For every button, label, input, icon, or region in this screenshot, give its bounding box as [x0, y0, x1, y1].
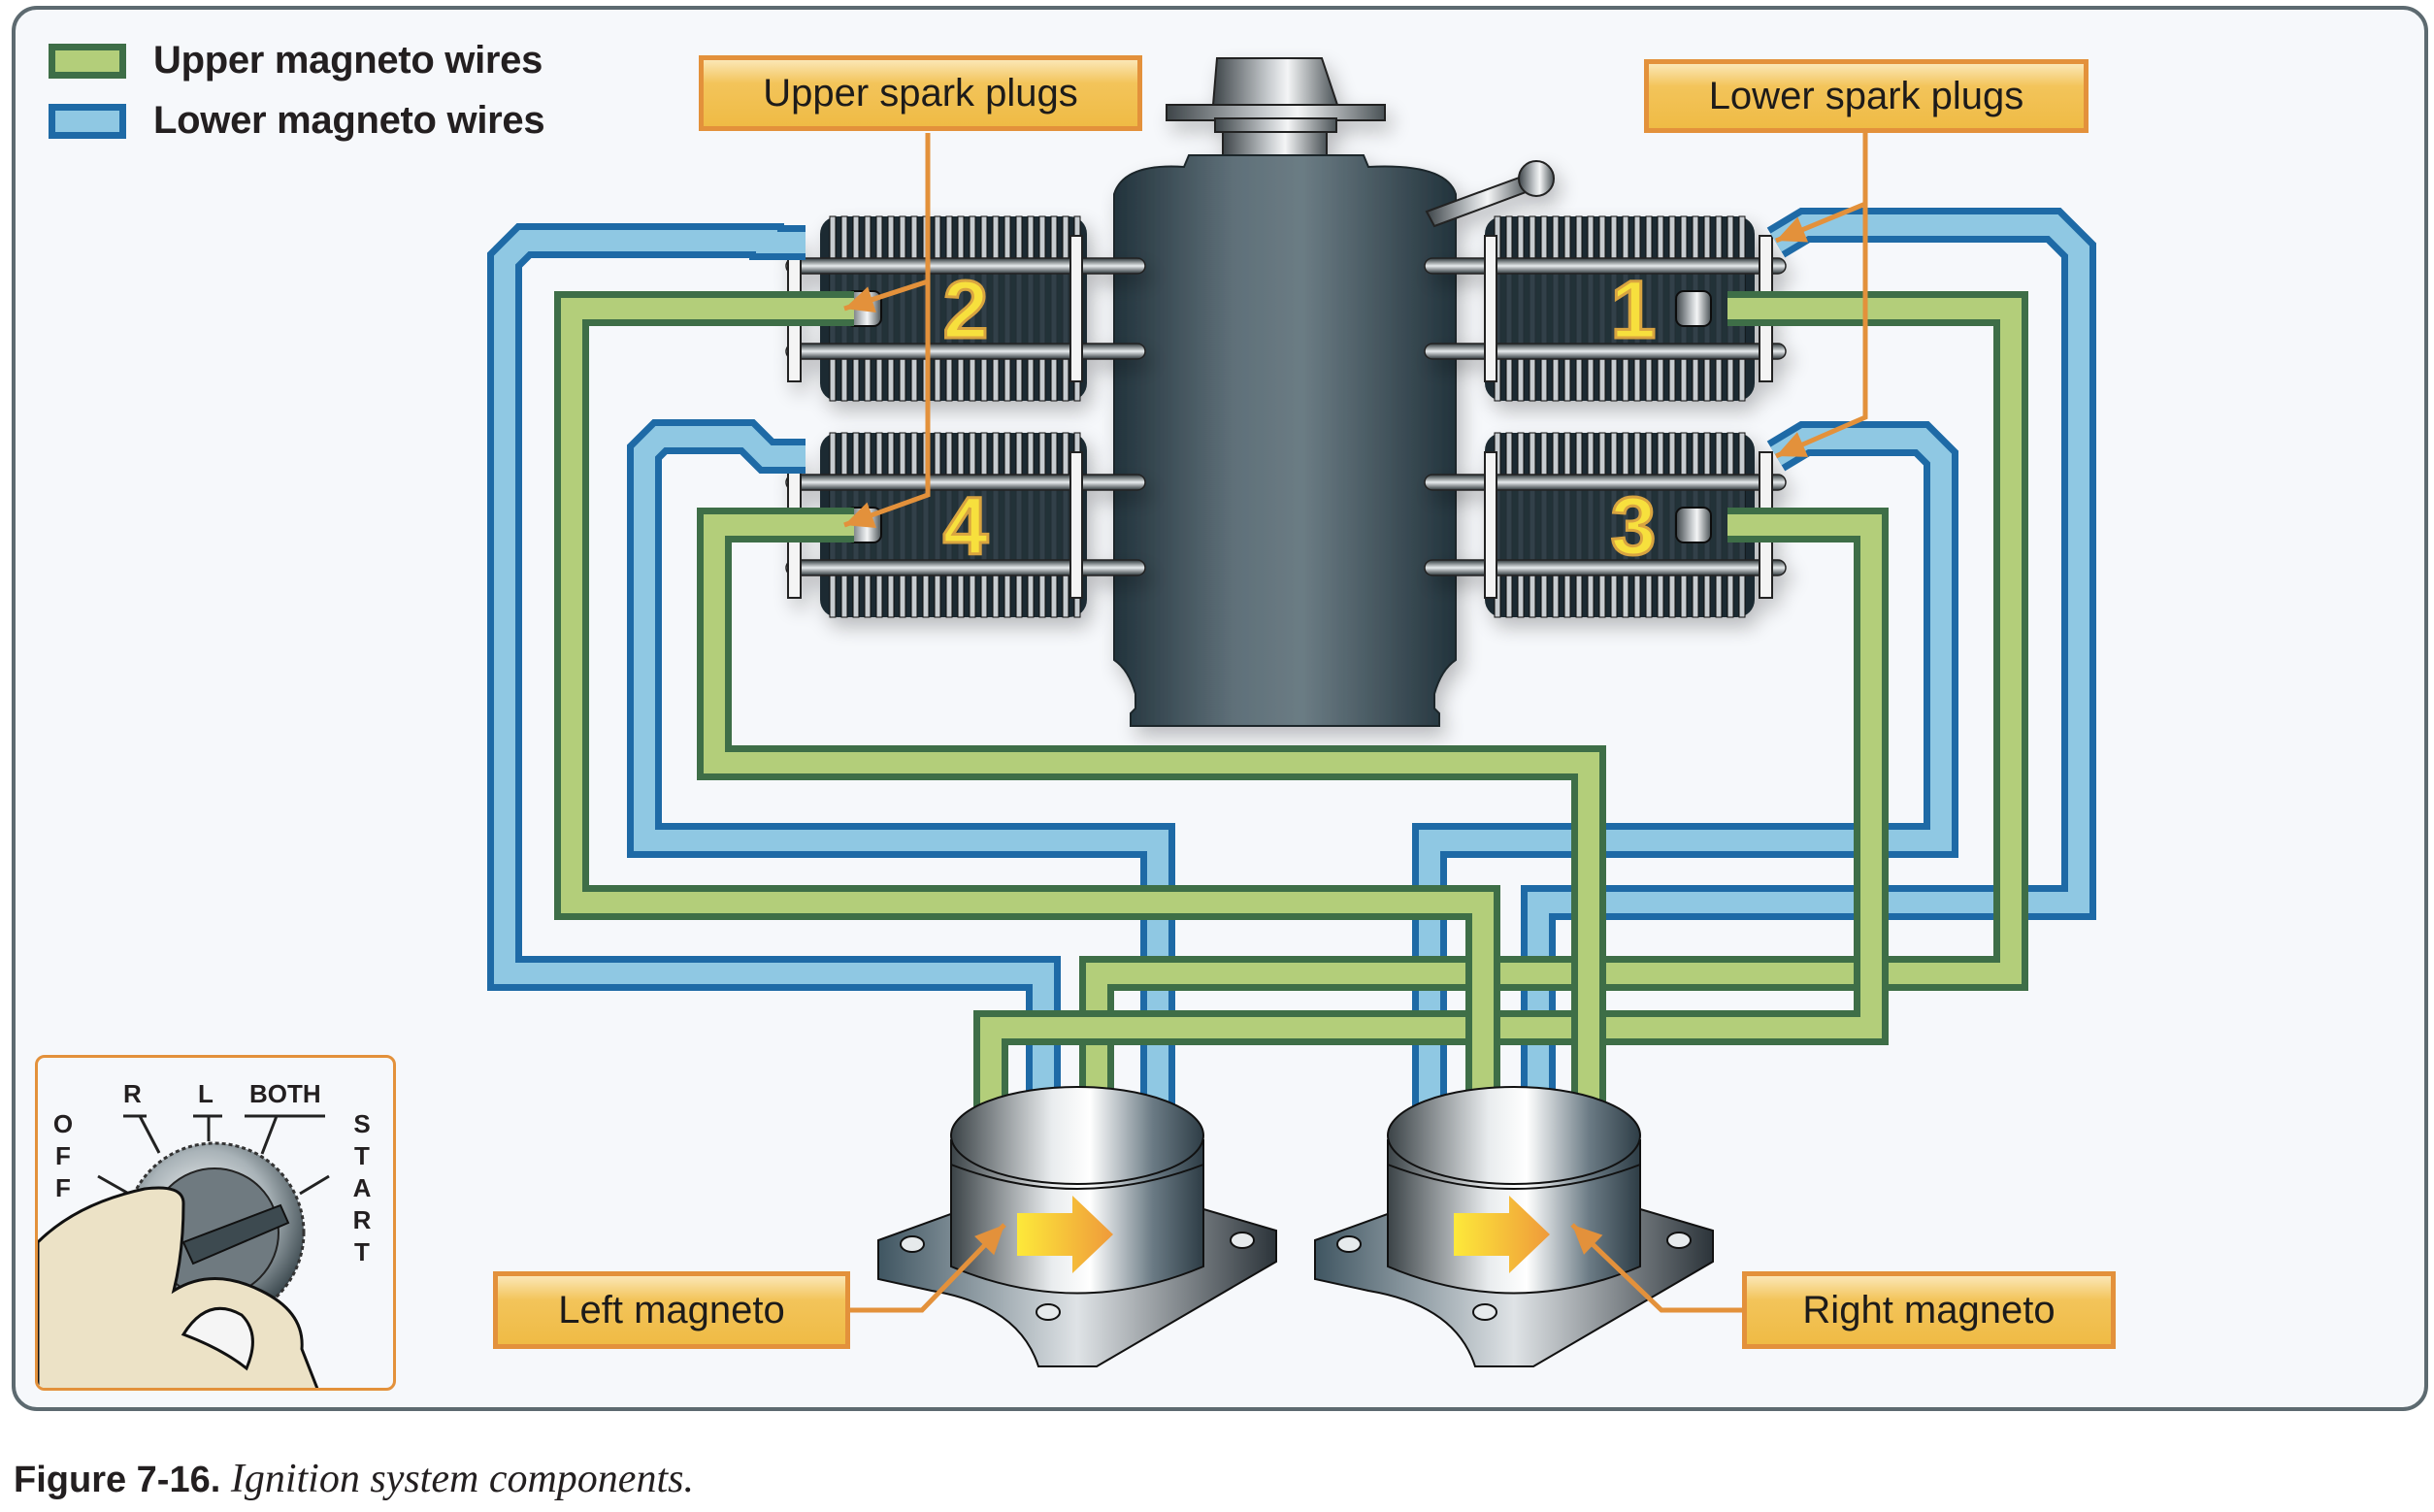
- left-magneto: [877, 1086, 1277, 1367]
- switch-tick-marks: [97, 1114, 330, 1196]
- wire-cyl4-lower-to-left-magneto: [627, 419, 1175, 1145]
- switch-position-l: L: [198, 1079, 214, 1108]
- leader-left-magneto: [850, 1223, 1006, 1313]
- wire-cyl1-lower-to-right-magneto: [1521, 208, 2096, 1106]
- figure-number: Figure 7-16.: [14, 1460, 221, 1500]
- switch-position-off: O F F: [52, 1109, 74, 1202]
- wire-cyl3-upper-to-left-magneto: [973, 508, 1889, 1131]
- engine-crankcase: [1113, 57, 1555, 727]
- cylinder-number-1: 1: [1611, 264, 1657, 355]
- wire-cyl3-lower-to-right-magneto: [1412, 421, 1958, 1126]
- callout-left-magneto-text: Left magneto: [558, 1288, 785, 1331]
- cylinder-number-3: 3: [1611, 480, 1657, 572]
- wire-cyl2-upper-to-right-magneto: [554, 291, 1500, 1140]
- leader-right-magneto: [1570, 1223, 1742, 1313]
- switch-position-r: R: [123, 1079, 142, 1108]
- prop-hub-collar: [1214, 117, 1337, 133]
- legend-label-upper: Upper magneto wires: [153, 39, 543, 82]
- figure-caption: Figure 7-16. Ignition system components.: [14, 1456, 694, 1502]
- figure-description: Ignition system components.: [230, 1457, 694, 1501]
- legend-upper-wires: Upper magneto wires: [49, 39, 543, 82]
- ignition-switch-illustration: [38, 1114, 330, 1388]
- rotation-arrow-icon: [1017, 1196, 1113, 1273]
- switch-position-start: S T A R T: [352, 1109, 372, 1266]
- cylinder-number-4: 4: [943, 480, 989, 572]
- callout-lower-spark-plugs: Lower spark plugs: [1644, 59, 2089, 133]
- cylinder-4: 4: [785, 432, 1146, 618]
- legend-lower-wires: Lower magneto wires: [49, 99, 545, 143]
- wire-cyl4-upper-to-right-magneto: [697, 508, 1606, 1135]
- callout-upper-spark-plugs: Upper spark plugs: [699, 55, 1142, 131]
- leader-lower-plug-cyl3: [1775, 204, 1868, 459]
- spark-plug-upper-cyl-3: [1675, 507, 1712, 543]
- callout-lower-spark-plugs-text: Lower spark plugs: [1708, 74, 2024, 117]
- legend-label-lower: Lower magneto wires: [153, 99, 545, 142]
- wire-cyl2-lower-to-left-magneto: [487, 223, 1061, 1150]
- legend-swatch-upper: [49, 43, 126, 79]
- legend-swatch-lower: [49, 103, 126, 139]
- cylinder-number-2: 2: [943, 264, 989, 355]
- callout-right-magneto-text: Right magneto: [1802, 1288, 2056, 1331]
- rotation-arrow-icon: [1454, 1196, 1550, 1273]
- spark-plug-upper-cyl-1: [1675, 290, 1712, 327]
- right-magneto: [1314, 1086, 1714, 1367]
- callout-right-magneto: Right magneto: [1742, 1271, 2116, 1349]
- callout-upper-spark-plugs-text: Upper spark plugs: [763, 71, 1078, 115]
- ignition-switch-inset: R L BOTH O F F S T A R T: [35, 1055, 396, 1391]
- callout-left-magneto: Left magneto: [493, 1271, 850, 1349]
- prop-hub-cone: [1211, 57, 1339, 106]
- crankcase-body: [1113, 154, 1457, 727]
- leader-upper-plug-cyl4: [843, 281, 931, 528]
- oil-dipstick: [1425, 160, 1555, 228]
- ignition-key: [181, 1203, 290, 1265]
- switch-position-both: BOTH: [249, 1079, 321, 1108]
